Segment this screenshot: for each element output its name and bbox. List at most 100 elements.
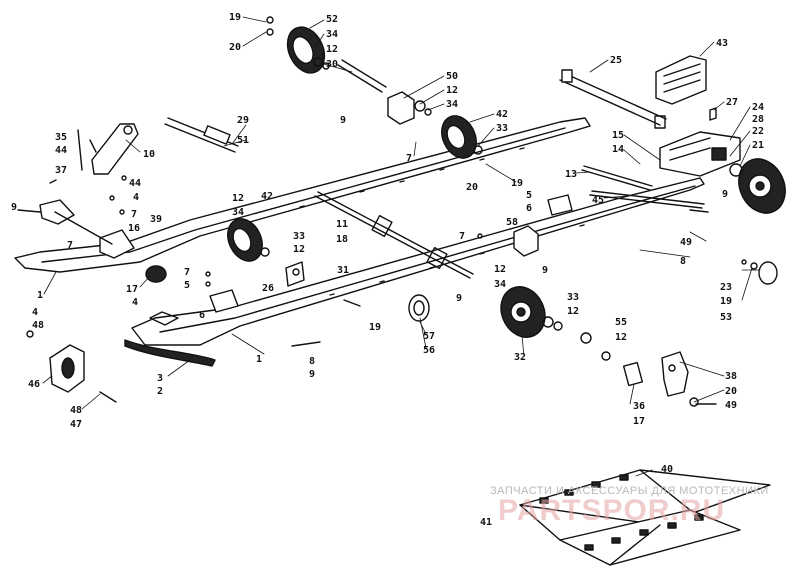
part-callout: 20 [229,42,242,53]
shaft-mount-58 [513,225,539,257]
part-callout: 48 [32,320,45,331]
upper-bracket-43 [655,55,717,121]
idler-wheel-42-lower [227,218,270,262]
part-callout: 14 [612,144,625,155]
part-callout: 56 [423,345,436,356]
pin-29 [164,117,239,153]
part-callout: 1 [256,354,263,365]
front-arm-10 [77,123,139,175]
part-callout: 46 [28,379,41,390]
bushing-36 [622,361,644,387]
part-callout: 6 [526,203,533,214]
rear-wheel-21 [729,158,786,214]
part-callout: 52 [326,14,339,25]
rear-cross-shaft [559,69,667,129]
leader-lines [42,16,761,410]
rear-axle-housing-24 [659,131,741,177]
part-callout: 2 [157,386,164,397]
part-callout: 51 [237,135,250,146]
part-callout: 33 [496,123,509,134]
part-callout: 9 [722,189,729,200]
part-callout: 27 [726,97,739,108]
part-callout: 49 [725,400,738,411]
part-callout: 47 [70,419,83,430]
part-callout: 8 [680,256,687,267]
part-callout: 17 [633,416,646,427]
part-callout: 41 [480,517,493,528]
part-callout: 8 [309,356,316,367]
part-callout: 1 [37,290,44,301]
part-callout: 12 [293,244,306,255]
front-cross-shaft [314,191,474,279]
part-callout: 20 [466,182,479,193]
shaft-45 [589,190,705,209]
part-callout: 53 [720,312,733,323]
wheel-32 [500,286,563,338]
part-callout: 17 [126,284,139,295]
part-callout: 33 [567,292,580,303]
part-callout: 9 [11,202,18,213]
part-callout: 22 [752,126,765,137]
hub-cap-53 [741,259,778,285]
part-callout: 5 [184,280,191,291]
part-callout: 4 [32,307,39,318]
part-callout: 43 [716,38,729,49]
part-callout: 42 [261,191,274,202]
part-callout: 19 [511,178,524,189]
part-callout: 9 [340,115,347,126]
part-callout: 7 [459,231,466,242]
front-slide-rail [131,177,705,346]
part-callout: 37 [55,165,68,176]
part-callout: 9 [542,265,549,276]
idler-wheel-52 [286,26,330,74]
part-callout: 12 [326,44,339,55]
part-callout: 50 [446,71,459,82]
part-callout: 12 [494,264,507,275]
part-callout: 4 [132,297,139,308]
part-callout: 57 [423,331,436,342]
shaft-mount-50 [387,91,432,125]
front-bracket-16 [39,199,135,259]
part-callout: 15 [612,130,625,141]
part-callout: 7 [131,209,138,220]
rear-lever-38 [661,351,699,407]
bumper-block-17 [145,265,167,283]
part-callout: 48 [70,405,83,416]
part-callout: 38 [725,371,738,382]
part-callout: 21 [752,140,765,151]
part-callout: 11 [336,219,349,230]
part-callout: 34 [494,279,507,290]
part-callout: 12 [567,306,580,317]
part-callout: 20 [725,386,738,397]
part-callout: 12 [232,193,245,204]
shaft-30 [337,59,387,93]
slide-stop-5-6-rear [547,194,573,216]
part-callout: 25 [610,55,623,66]
idler-wheel-42-upper [441,115,483,159]
part-callout: 49 [680,237,693,248]
part-callout: 12 [446,85,459,96]
part-callout: 19 [720,296,733,307]
part-callout: 32 [514,352,527,363]
part-callout: 7 [184,267,191,278]
part-callout: 3 [157,373,164,384]
part-callout: 18 [336,234,349,245]
part-callout: 44 [129,178,142,189]
pivot-block-46 [26,330,85,393]
part-callout: 42 [496,109,509,120]
part-callout: 30 [326,59,339,70]
slide-stop-5-6-front [209,289,239,313]
part-callout: 5 [526,190,533,201]
part-callout: 33 [293,231,306,242]
watermark-brand: PARTSPOR.RU [498,494,726,527]
washer-55 [580,332,611,361]
spacer-57 [408,294,430,322]
part-callout: 19 [229,12,242,23]
part-callout: 7 [67,240,74,251]
part-callout: 34 [446,99,459,110]
part-callout: 40 [661,464,674,475]
part-callout: 29 [237,115,250,126]
part-callout: 35 [55,132,68,143]
fastener-bolts [17,16,717,405]
